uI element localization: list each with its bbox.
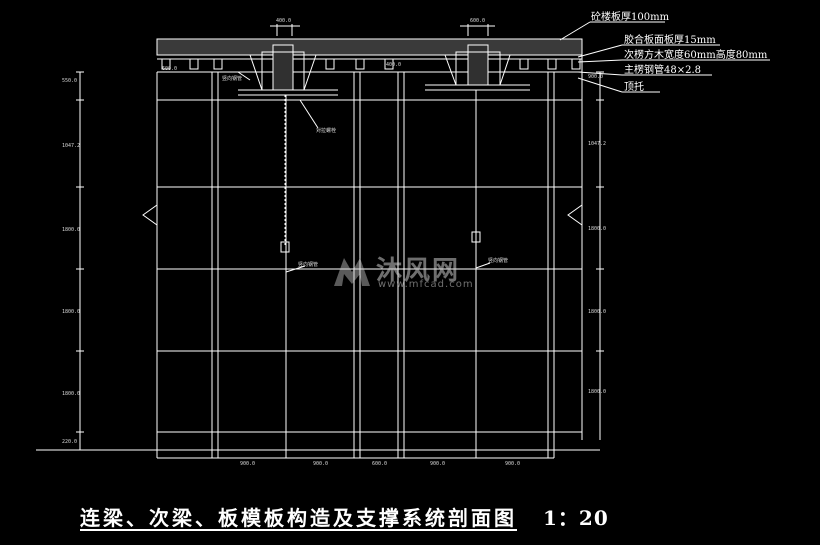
side-dimension-labels: 600.0 400.0 — [162, 62, 401, 72]
right-dimension-labels: 900.0 1047.2 1800.0 1800.0 1800.0 — [588, 74, 606, 395]
top-dim-1: 400.0 — [276, 18, 291, 24]
bottom-dim-5: 900.0 — [505, 461, 520, 467]
left-beam — [238, 24, 338, 96]
left-dim-ticks — [76, 71, 84, 433]
bottom-dim-1: 900.0 — [240, 461, 255, 467]
callout-leaders — [559, 21, 770, 93]
callout-joist: 次楞方木宽度60mm高度80mm — [624, 48, 768, 61]
right-dim-1: 900.0 — [588, 74, 603, 80]
watermark-logo-icon — [334, 258, 370, 286]
right-beam — [425, 24, 530, 91]
watermark: 沐风网 www.mfcad.com — [330, 250, 500, 292]
callout-jack: 顶托 — [624, 80, 644, 93]
small-labels: 竖向钢管 对拉螺栓 竖向钢管 竖向钢管 — [222, 75, 508, 268]
callout-labels: 砼楼板厚100mm 胶合板面板厚15mm 次楞方木宽度60mm高度80mm 主楞… — [591, 10, 768, 93]
tie-rod-left-end — [280, 241, 290, 253]
leader-small-3 — [285, 265, 306, 273]
drawing-title: 连梁、次梁、板模板构造及支撑系统剖面图 1：20 — [80, 502, 640, 532]
bottom-dim-3: 600.0 — [372, 461, 387, 467]
right-dim-3: 1800.0 — [588, 226, 606, 232]
right-dim-2: 1047.2 — [588, 141, 606, 147]
left-dim-5: 1800.0 — [62, 391, 80, 397]
break-symbol-left — [142, 204, 158, 226]
concrete-slab — [156, 38, 583, 56]
vertical-shores — [156, 55, 583, 458]
small-label-4: 竖向钢管 — [488, 257, 508, 264]
callout-slab: 砼楼板厚100mm — [591, 10, 670, 23]
callout-main-pipe: 主楞钢管48×2.8 — [624, 63, 701, 76]
left-dim-3: 1800.0 — [62, 227, 80, 233]
drawing-scale: 1：20 — [543, 506, 609, 530]
small-label-1: 竖向钢管 — [222, 75, 242, 82]
left-dim-6: 220.0 — [62, 439, 77, 445]
left-dim-2: 1047.2 — [62, 143, 80, 149]
top-dimension-labels: 400.0 600.0 — [276, 18, 485, 24]
watermark-brand: 沐风网 — [376, 256, 461, 286]
right-dim-ticks — [596, 71, 604, 352]
bottom-dim-2: 900.0 — [313, 461, 328, 467]
break-symbol-right — [567, 204, 583, 226]
left-dim-1: 550.0 — [62, 78, 77, 84]
bottom-dim-4: 900.0 — [430, 461, 445, 467]
left-dim-4: 1800.0 — [62, 309, 80, 315]
drawing-title-text: 连梁、次梁、板模板构造及支撑系统剖面图 — [80, 506, 517, 530]
small-label-2: 对拉螺栓 — [316, 127, 336, 134]
watermark-url: www.mfcad.com — [378, 279, 474, 290]
right-dim-4: 1800.0 — [588, 309, 606, 315]
callout-plywood: 胶合板面板厚15mm — [624, 33, 716, 46]
leader-small-2 — [299, 99, 319, 129]
small-label-3: 竖向钢管 — [298, 261, 318, 268]
horizontal-ledgers — [157, 99, 582, 433]
leader-small-4 — [475, 262, 491, 269]
left-dimension-labels: 550.0 1047.2 1800.0 1800.0 1800.0 220.0 — [62, 78, 80, 445]
bottom-dimension-labels: 900.0 900.0 600.0 900.0 900.0 — [240, 461, 520, 467]
side-dim-1: 600.0 — [162, 66, 177, 72]
top-dim-2: 600.0 — [470, 18, 485, 24]
right-dim-5: 1800.0 — [588, 389, 606, 395]
leader-small-1 — [237, 71, 251, 81]
side-dim-2: 400.0 — [386, 62, 401, 68]
secondary-joists — [161, 58, 581, 70]
drawing-geometry — [36, 21, 770, 459]
